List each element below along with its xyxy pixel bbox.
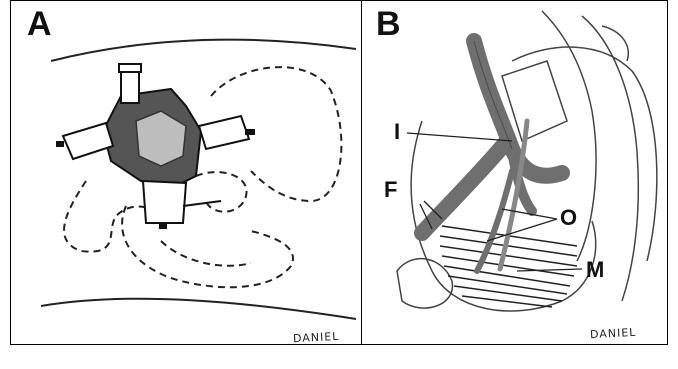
panel-a-signature: DANIEL — [293, 330, 340, 345]
label-o: O — [560, 205, 577, 231]
label-f: F — [384, 177, 397, 203]
label-i: I — [394, 119, 400, 145]
label-m: M — [586, 257, 604, 283]
panel-b-drawing — [362, 1, 669, 346]
panel-b-signature: DANIEL — [590, 326, 637, 341]
panel-a: A DANIEL — [10, 0, 362, 345]
panel-a-drawing — [11, 1, 363, 346]
panel-b: B — [361, 0, 668, 345]
